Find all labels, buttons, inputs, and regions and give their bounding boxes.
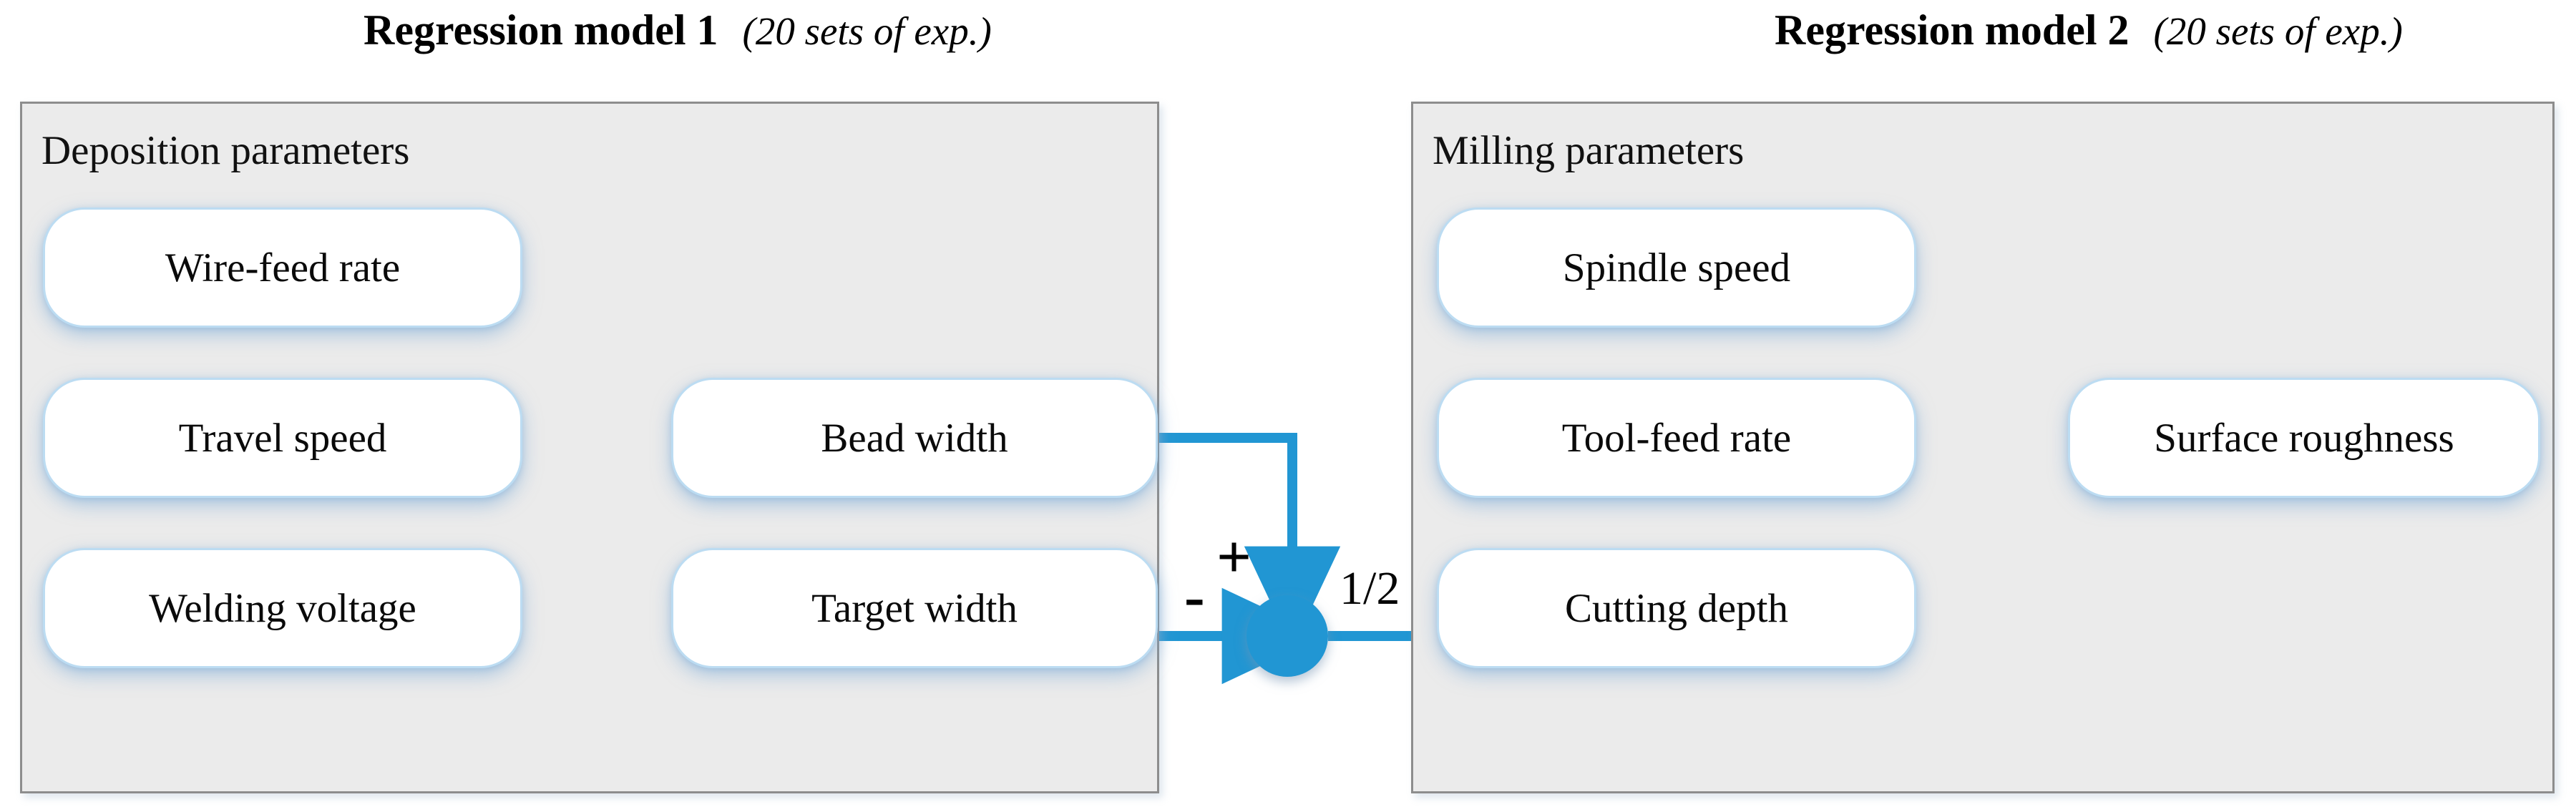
deposition-parameters-label: Deposition parameters [42, 128, 410, 173]
node-cutting-depth-label: Cutting depth [1565, 585, 1788, 631]
gain-one-half-label: 1/2 [1340, 562, 1400, 615]
plus-sign: + [1216, 522, 1252, 591]
edge-bead-width-to-junction [1158, 433, 1341, 649]
regression-model-2-title-main: Regression model 2 [1775, 6, 2129, 54]
milling-parameters-label: Milling parameters [1433, 128, 1745, 173]
summing-junction-node [1246, 595, 1328, 677]
node-spindle-speed[interactable]: Spindle speed [1437, 207, 1916, 328]
node-bead-width-label: Bead width [821, 415, 1008, 461]
node-wire-feed-rate-label: Wire-feed rate [165, 245, 401, 290]
node-welding-voltage[interactable]: Welding voltage [43, 548, 522, 668]
node-bead-width[interactable]: Bead width [671, 378, 1158, 498]
node-tool-feed-rate-label: Tool-feed rate [1561, 415, 1792, 461]
regression-model-1-title-main: Regression model 1 [364, 6, 718, 54]
node-surface-roughness-label: Surface roughness [2154, 415, 2454, 461]
node-travel-speed[interactable]: Travel speed [43, 378, 522, 498]
node-spindle-speed-label: Spindle speed [1562, 245, 1791, 290]
regression-model-1-title-sub: (20 sets of exp.) [742, 9, 992, 53]
regression-model-2-title: Regression model 2 (20 sets of exp.) [1775, 6, 2403, 55]
node-cutting-depth[interactable]: Cutting depth [1437, 548, 1916, 668]
minus-sign: - [1184, 562, 1205, 630]
node-wire-feed-rate[interactable]: Wire-feed rate [43, 207, 522, 328]
node-surface-roughness[interactable]: Surface roughness [2068, 378, 2540, 498]
node-target-width-label: Target width [811, 585, 1018, 631]
regression-model-1-title: Regression model 1 (20 sets of exp.) [364, 6, 992, 55]
node-welding-voltage-label: Welding voltage [149, 585, 416, 631]
regression-model-2-title-sub: (20 sets of exp.) [2153, 9, 2403, 53]
node-travel-speed-label: Travel speed [178, 415, 387, 461]
node-tool-feed-rate[interactable]: Tool-feed rate [1437, 378, 1916, 498]
node-target-width[interactable]: Target width [671, 548, 1158, 668]
